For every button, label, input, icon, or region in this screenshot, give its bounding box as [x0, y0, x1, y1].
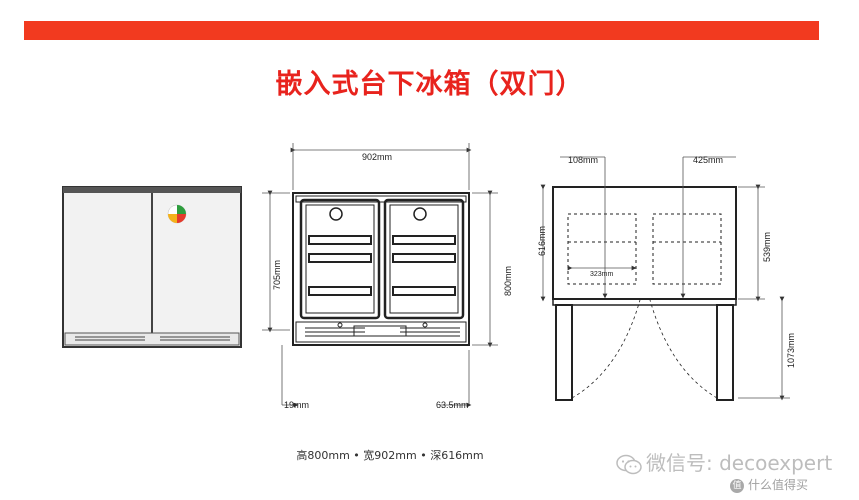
- dim-front-left-gap: 19mm: [284, 400, 309, 410]
- watermark-text: 微信号: decoexpert: [646, 451, 833, 475]
- top-dim-lines: [540, 156, 790, 401]
- dim-door-open-depth: 1073mm: [786, 333, 796, 368]
- dim-top-left: 108mm: [568, 155, 598, 165]
- dimension-caption: 高800mm • 宽902mm • 深616mm: [296, 449, 484, 462]
- dim-top-depth: 616mm: [537, 226, 547, 256]
- top-plan-view: [552, 186, 737, 401]
- header-accent-bar: [24, 21, 819, 40]
- fridge-photo: [62, 186, 242, 348]
- dim-top-right-depth: 539mm: [762, 232, 772, 262]
- dim-top-right: 425mm: [693, 155, 723, 165]
- dim-front-right-gap: 63.5mm: [436, 400, 469, 410]
- zhi-logo-icon: 值: [730, 478, 744, 493]
- front-dim-lines: [262, 143, 498, 408]
- dim-front-height-total: 800mm: [503, 266, 513, 296]
- site-name: 什么值得买: [748, 478, 809, 492]
- wechat-icon: [616, 454, 642, 474]
- dim-front-width: 902mm: [362, 152, 392, 162]
- front-elevation: [292, 192, 470, 346]
- dim-front-height-inner: 705mm: [272, 260, 282, 290]
- wechat-watermark: 微信号: decoexpert: [616, 447, 832, 476]
- site-badge: 值什么值得买: [730, 476, 808, 493]
- brand-logo-icon: [167, 204, 187, 224]
- page-title: 嵌入式台下冰箱（双门）: [275, 69, 584, 100]
- dim-top-inner: 323mm: [590, 271, 614, 278]
